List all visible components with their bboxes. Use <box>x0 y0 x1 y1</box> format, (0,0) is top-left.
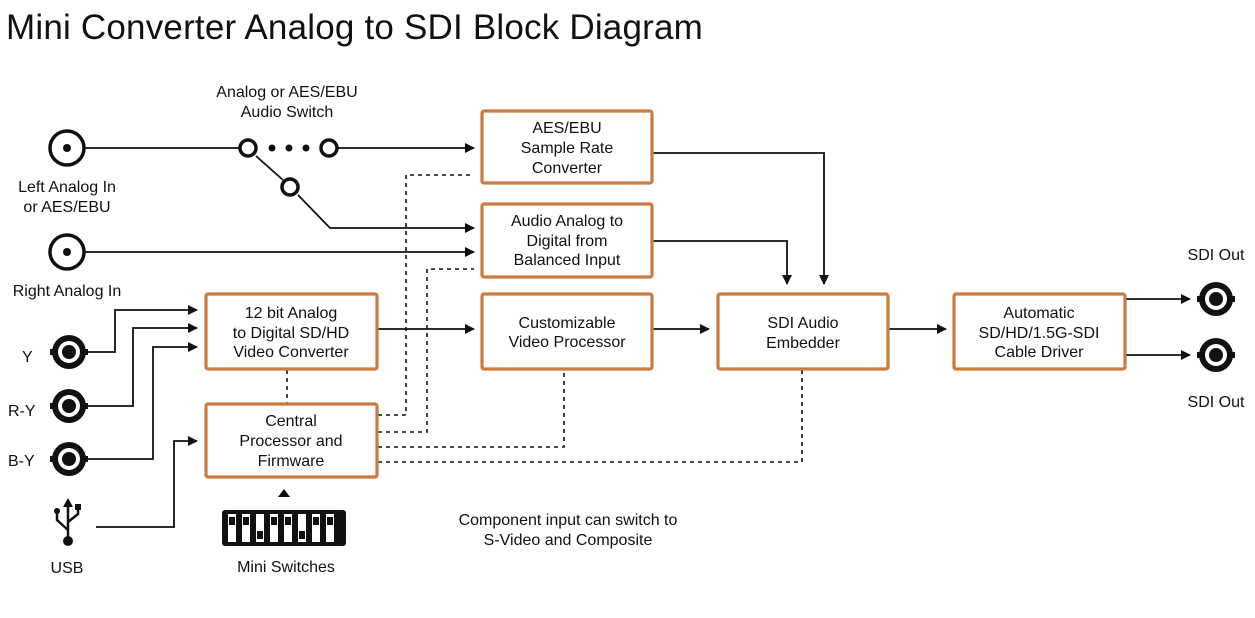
video-proc-line-2: Video Processor <box>508 334 626 351</box>
cpu-line-3: Firmware <box>258 453 325 470</box>
audio-switch <box>238 138 339 197</box>
usb-icon <box>54 498 81 546</box>
audio-jack-icon <box>48 233 86 271</box>
video-adc-line-3: Video Converter <box>233 344 349 361</box>
aes-sample-rate-converter-block: AES/EBU Sample Rate Converter <box>480 109 654 185</box>
left-analog-in-label-1: Left Analog In <box>18 179 116 196</box>
switch-contact-icon <box>280 177 300 197</box>
video-adc-block: 12 bit Analog to Digital SD/HD Video Con… <box>204 292 379 371</box>
bnc-connector-icon <box>1197 282 1235 316</box>
y-input-label: Y <box>22 349 33 366</box>
cable-driver-line-1: Automatic <box>1003 305 1074 322</box>
embedder-line-1: SDI Audio <box>767 315 838 332</box>
mini-switches-label: Mini Switches <box>237 559 335 576</box>
cable-driver-block: Automatic SD/HD/1.5G-SDI Cable Driver <box>952 292 1127 371</box>
mini-switch-pointer-icon <box>278 489 290 497</box>
aes-src-line-1: AES/EBU <box>532 120 601 137</box>
cpu-line-1: Central <box>265 413 317 430</box>
dip-switch-icon <box>222 510 346 546</box>
component-note-line-1: Component input can switch to <box>459 512 678 529</box>
video-proc-line-1: Customizable <box>519 315 616 332</box>
ry-input-label: R-Y <box>8 403 36 420</box>
by-input-label: B-Y <box>8 453 35 470</box>
bnc-connector-icon <box>50 389 88 423</box>
sdi-audio-embedder-block: SDI Audio Embedder <box>716 292 890 371</box>
cable-driver-line-3: Cable Driver <box>995 344 1085 361</box>
video-adc-line-2: to Digital SD/HD <box>233 325 349 342</box>
audio-adc-block: Audio Analog to Digital from Balanced In… <box>480 202 654 279</box>
usb-label: USB <box>51 560 84 577</box>
sdi-out-bottom-label: SDI Out <box>1188 394 1245 411</box>
control-lines <box>286 174 803 463</box>
cpu-line-2: Processor and <box>239 433 342 450</box>
audio-adc-line-3: Balanced Input <box>514 252 621 269</box>
bnc-connector-icon <box>1197 338 1235 372</box>
aes-src-line-2: Sample Rate <box>521 140 614 157</box>
sdi-out-top-label: SDI Out <box>1188 247 1245 264</box>
page-title: Mini Converter Analog to SDI Block Diagr… <box>6 8 704 47</box>
cable-driver-line-2: SD/HD/1.5G-SDI <box>979 325 1100 342</box>
audio-switch-label-2: Audio Switch <box>241 104 334 121</box>
component-note-line-2: S-Video and Composite <box>484 532 653 549</box>
video-processor-block: Customizable Video Processor <box>480 292 654 371</box>
video-adc-line-1: 12 bit Analog <box>245 305 338 322</box>
audio-switch-label-1: Analog or AES/EBU <box>216 84 357 101</box>
audio-jack-icon <box>48 129 86 167</box>
audio-adc-line-2: Digital from <box>527 233 608 250</box>
aes-src-line-3: Converter <box>532 160 603 177</box>
bnc-connector-icon <box>50 442 88 476</box>
bnc-connector-icon <box>50 335 88 369</box>
audio-adc-line-1: Audio Analog to <box>511 213 623 230</box>
right-analog-in-label: Right Analog In <box>13 283 122 300</box>
cpu-firmware-block: Central Processor and Firmware <box>204 402 379 479</box>
embedder-line-2: Embedder <box>766 335 840 352</box>
signal-wires <box>85 143 1191 528</box>
switch-contact-icon <box>319 138 339 158</box>
switch-contact-icon <box>238 138 258 158</box>
left-analog-in-label-2: or AES/EBU <box>23 199 110 216</box>
